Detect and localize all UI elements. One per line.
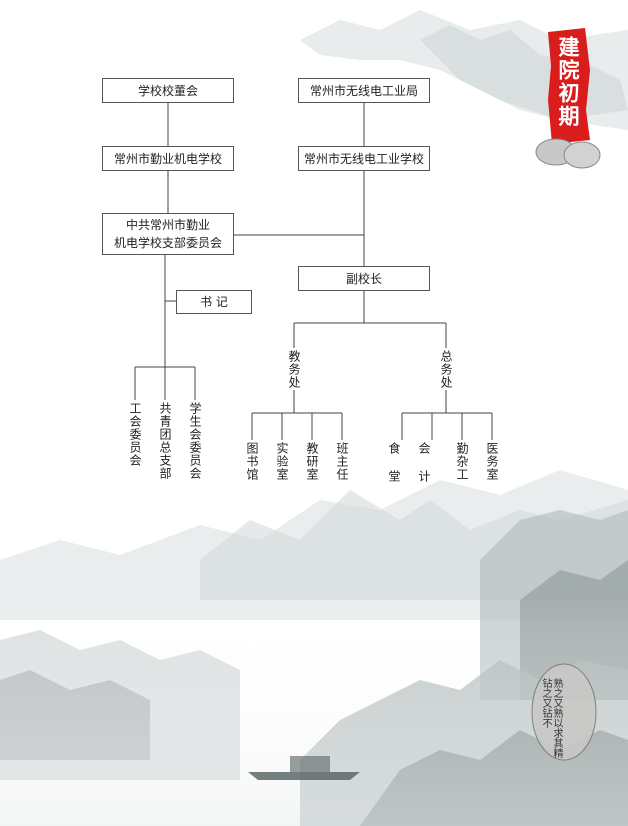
party-committee-line1: 中共常州市勤业	[125, 218, 210, 232]
node-union: 工会委员会	[128, 402, 142, 467]
red-seal-shape	[548, 28, 590, 144]
stone-inscription: 熟之又熟以求其精钻之又钻不	[540, 678, 562, 758]
node-party-committee: 中共常州市勤业 机电学校支部委员会	[102, 213, 234, 255]
inscribed-stone-icon	[531, 663, 597, 761]
node-class-teacher: 班主任	[335, 442, 349, 481]
seal-text: 建院初期	[556, 36, 581, 128]
node-library: 图书馆	[245, 442, 259, 481]
node-clinic: 医务室	[485, 442, 499, 481]
node-student-union: 学生会委员会	[188, 402, 202, 480]
node-board: 学校校董会	[102, 78, 234, 103]
node-maintenance: 勤杂工	[455, 442, 469, 481]
node-vice-principal: 副校长	[298, 266, 430, 291]
node-accounting: 会计	[417, 442, 431, 498]
node-youth-league: 共青团总支部	[158, 402, 172, 480]
stone-icon	[563, 141, 601, 169]
node-secretary: 书 记	[176, 290, 252, 314]
node-research: 教研室	[305, 442, 319, 481]
party-committee-line2: 机电学校支部委员会	[113, 236, 222, 250]
node-lab: 实验室	[275, 442, 289, 481]
node-academic-affairs: 教务处	[287, 350, 301, 389]
node-bureau: 常州市无线电工业局	[298, 78, 430, 103]
node-general-affairs: 总务处	[439, 350, 453, 389]
node-canteen: 食堂	[387, 442, 401, 498]
node-radio-school: 常州市无线电工业学校	[298, 146, 430, 171]
node-mech-school: 常州市勤业机电学校	[102, 146, 234, 171]
